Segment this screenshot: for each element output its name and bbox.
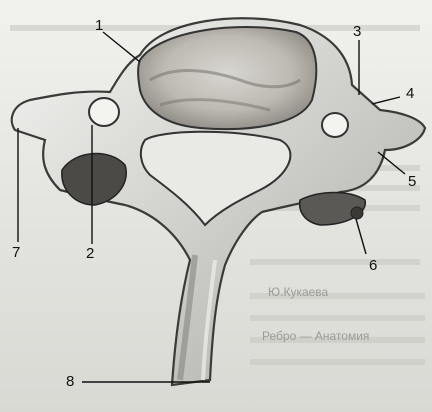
label-2: 2	[86, 246, 94, 261]
background-text-1: Ю.Кукаева	[268, 286, 328, 298]
label-4: 4	[406, 86, 414, 101]
label-1: 1	[95, 18, 103, 33]
label-8: 8	[66, 374, 74, 389]
vertebral-body	[138, 27, 316, 129]
background-text-2: Ребро — Анатомия	[262, 330, 369, 342]
label-5: 5	[408, 174, 416, 189]
label-7: 7	[12, 245, 20, 260]
transverse-foramen-right	[322, 113, 348, 137]
transverse-foramen-left	[89, 98, 119, 126]
label-6: 6	[369, 258, 377, 273]
label-3: 3	[353, 24, 361, 39]
